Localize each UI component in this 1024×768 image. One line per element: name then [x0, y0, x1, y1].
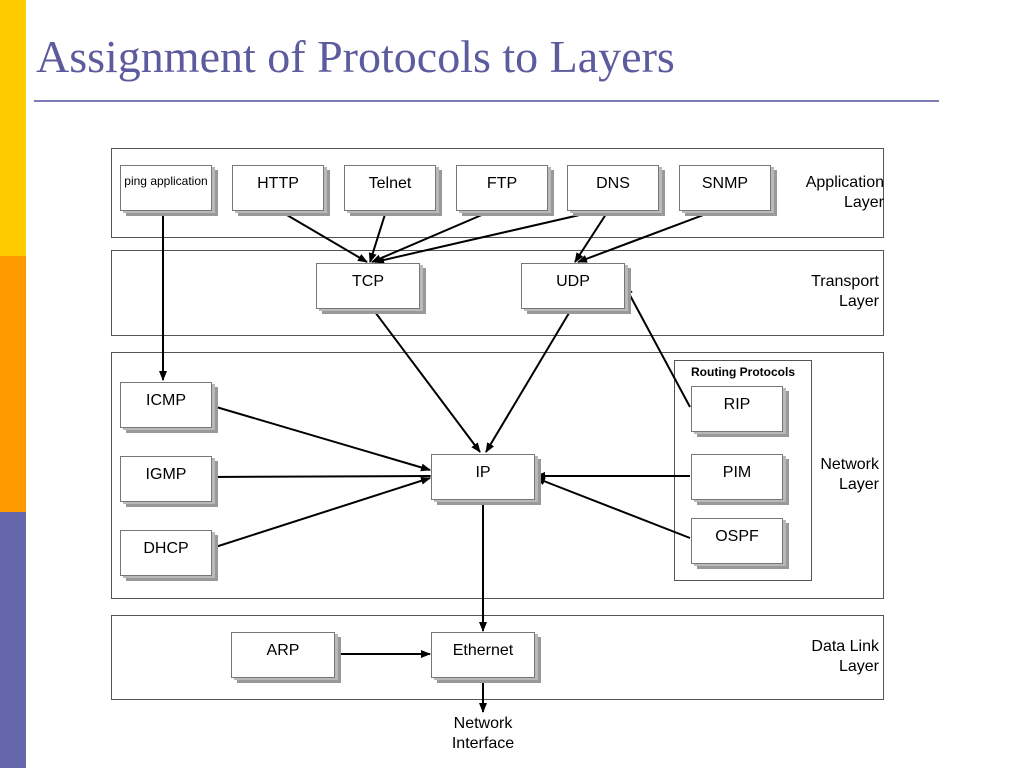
sidebar-accent-yellow [0, 0, 26, 256]
ospf-box: OSPF [691, 518, 783, 564]
arrow-http-to-tcp [274, 207, 368, 263]
arp-box: ARP [231, 632, 335, 678]
application-layer-label: Application Layer [805, 174, 884, 211]
arrow-snmp-to-udp [577, 207, 723, 263]
icmp-box: ICMP [120, 382, 212, 428]
transport-layer-label: Transport Layer [811, 273, 879, 310]
arrow-ospf-to-ip [535, 477, 691, 539]
udp-box: UDP [521, 263, 625, 309]
igmp-box: IGMP [120, 456, 212, 502]
transport-layer-box [111, 250, 884, 336]
ping-application-box: ping application [120, 165, 212, 211]
network-interface-label: Network Interface [451, 715, 515, 752]
rip-box: RIP [691, 386, 783, 432]
pim-box: PIM [691, 454, 783, 500]
datalink-layer-label: Data Link Layer [811, 638, 879, 675]
ip-box: IP [431, 454, 535, 500]
arrow-dns-to-udp [574, 207, 611, 263]
dns-box: DNS [567, 165, 659, 211]
title-underline [34, 100, 939, 102]
telnet-box: Telnet [344, 165, 436, 211]
arrow-tcp-ip [363, 298, 481, 453]
arrow-telnet-to-tcp [368, 207, 388, 263]
ftp-box: FTP [456, 165, 548, 211]
sidebar-accent-purple [0, 512, 26, 768]
network-layer-label: Network Layer [820, 456, 879, 493]
arrow-ip-igmp [207, 471, 440, 481]
arrow-dhcp-to-ip [205, 476, 431, 551]
arrow-rip-to-udp [624, 285, 691, 408]
arrow-icmp-to-ip [205, 403, 431, 472]
http-box: HTTP [232, 165, 324, 211]
tcp-box: TCP [316, 263, 420, 309]
ethernet-box: Ethernet [431, 632, 535, 678]
arrow-dns-to-tcp [374, 207, 611, 264]
sidebar-accent-orange [0, 256, 26, 512]
arrow-udp-to-ip [485, 307, 573, 453]
arrow-ftp-to-tcp [371, 207, 499, 263]
routing-protocols-title: Routing Protocols [691, 365, 795, 379]
slide-title: Assignment of Protocols to Layers [36, 31, 675, 82]
snmp-box: SNMP [679, 165, 771, 211]
dhcp-box: DHCP [120, 530, 212, 576]
